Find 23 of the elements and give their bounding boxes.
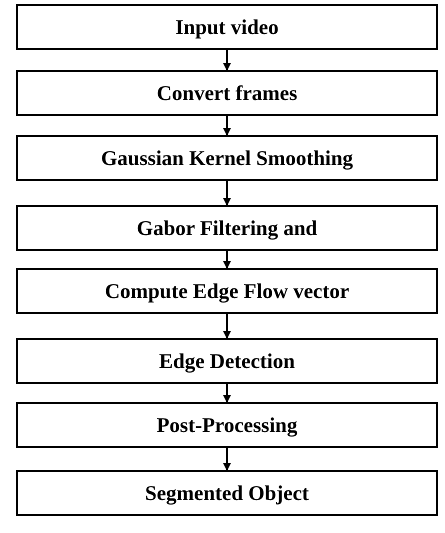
- step-label: Convert frames: [156, 80, 298, 106]
- process-box: [16, 4, 438, 50]
- process-box: [16, 135, 438, 181]
- arrow: [223, 251, 231, 269]
- step-label: Edge Detection: [159, 348, 295, 374]
- arrow: [223, 50, 231, 71]
- arrow: [223, 116, 231, 136]
- process-box: [16, 268, 438, 314]
- step-label: Gabor Filtering and: [136, 214, 318, 242]
- step-label: Compute Edge Flow vector: [104, 278, 350, 304]
- process-box: [16, 70, 438, 116]
- process-box: [16, 205, 438, 251]
- arrow: [223, 384, 231, 403]
- process-box: [16, 470, 438, 516]
- arrow: [223, 181, 231, 206]
- arrow: [223, 314, 231, 339]
- step-label: Gaussian Kernel Smoothing: [100, 144, 354, 172]
- step-label: Input video: [175, 14, 279, 40]
- step-label: Post-Processing: [156, 412, 298, 438]
- process-box: [16, 338, 438, 384]
- arrow: [223, 448, 231, 471]
- process-box: [16, 402, 438, 448]
- step-label: Segmented Object: [145, 480, 309, 506]
